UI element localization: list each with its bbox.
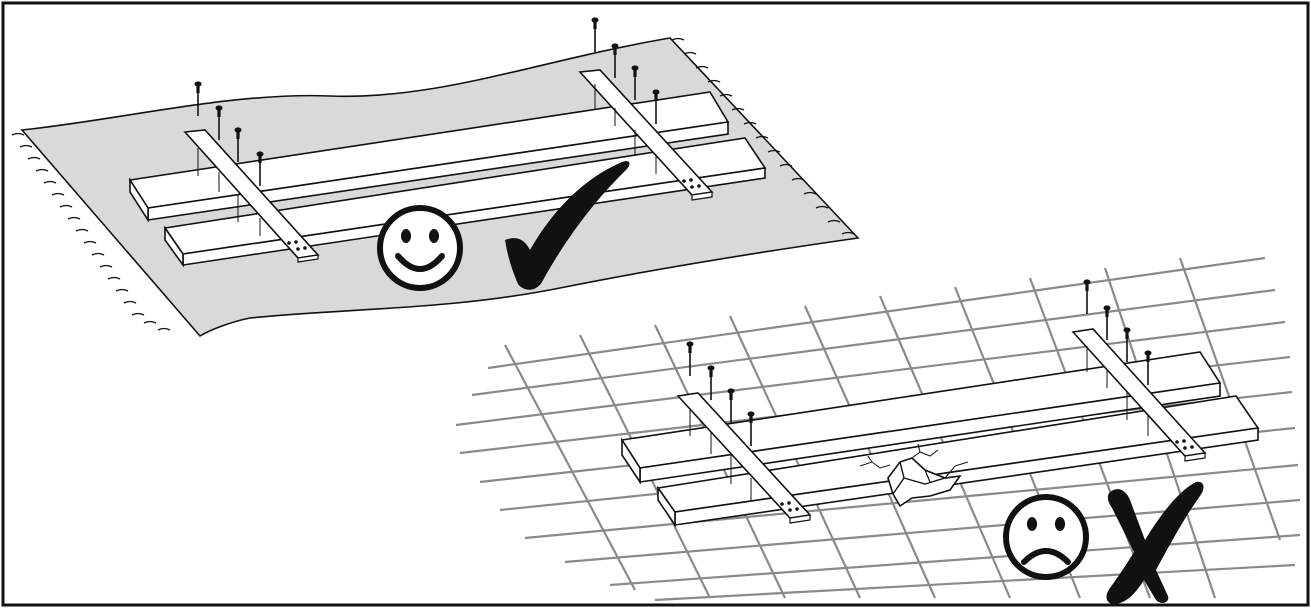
screws-left-grate xyxy=(685,340,756,500)
correct-assembly xyxy=(128,16,767,268)
board-back xyxy=(128,91,730,223)
check-mark-icon xyxy=(505,161,630,290)
smiley-face-icon xyxy=(377,205,463,291)
brace-right xyxy=(578,69,714,201)
screws-right xyxy=(590,16,661,174)
screws-left xyxy=(193,80,265,236)
screws-right-grate xyxy=(1082,278,1153,436)
board-back-grate xyxy=(620,351,1222,485)
brace-left-grate xyxy=(676,392,812,524)
cracked-board-icon xyxy=(859,443,969,508)
brace-right-grate xyxy=(1071,328,1207,462)
frowning-face-icon xyxy=(1003,494,1089,580)
brace-left xyxy=(183,129,320,263)
cross-mark-icon xyxy=(1106,481,1204,604)
incorrect-assembly xyxy=(620,278,1260,528)
board-front-grate xyxy=(656,395,1260,528)
